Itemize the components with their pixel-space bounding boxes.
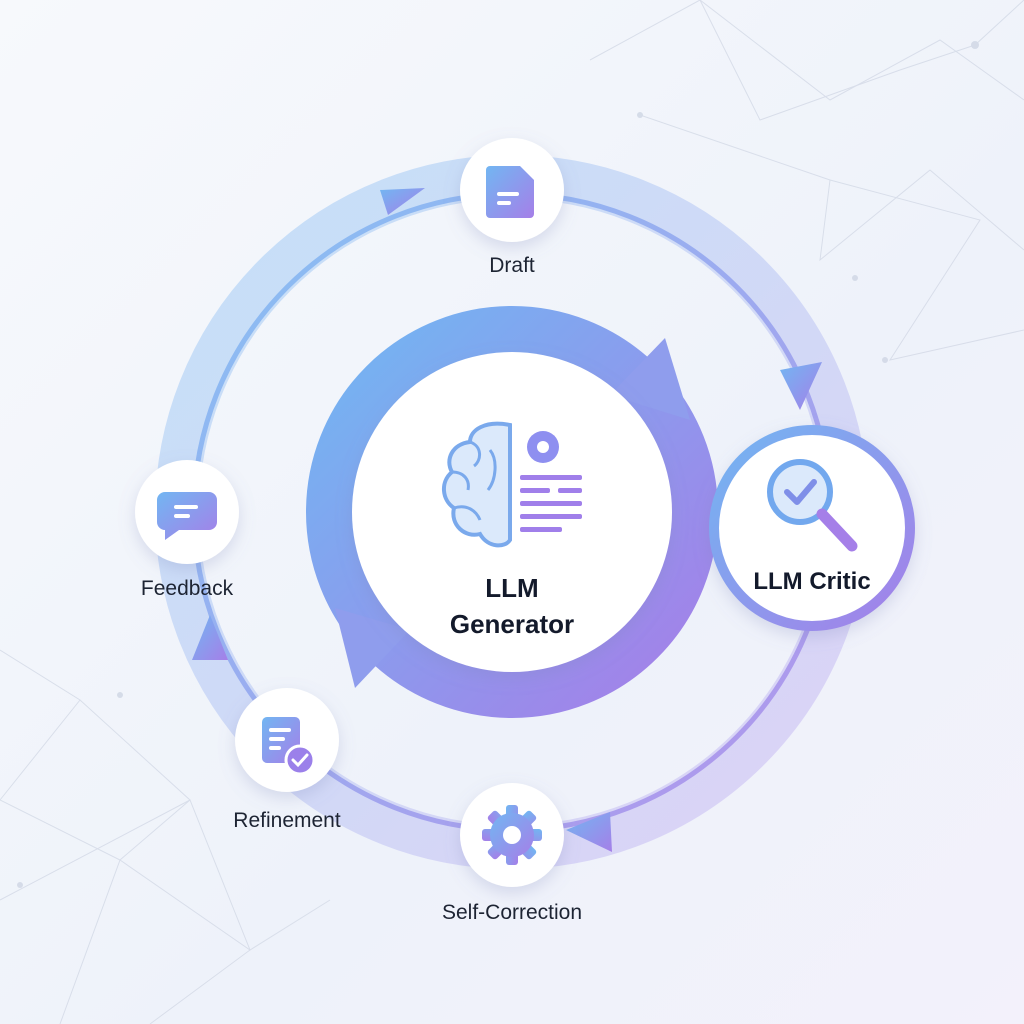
outer-arrowheads — [192, 188, 822, 852]
arrowhead-icon — [566, 812, 612, 852]
step-label-feedback: Feedback — [140, 577, 234, 600]
critic-title: LLM Critic — [753, 568, 871, 595]
chat-bubble-icon — [157, 492, 217, 540]
generator-title: LLM Generator — [450, 570, 574, 642]
brain-gear-document-icon — [442, 421, 582, 548]
inner-cycle-ring — [306, 306, 718, 718]
arrowhead-icon — [192, 615, 228, 660]
generator-title-line1: LLM — [485, 573, 539, 603]
arrowhead-icon — [380, 188, 425, 215]
document-icon — [486, 166, 534, 218]
magnifier-check-icon — [767, 459, 858, 552]
generator-title-line2: Generator — [449, 609, 575, 639]
gear-icon — [482, 805, 542, 865]
document-check-icon — [262, 717, 316, 776]
step-label-refinement: Refinement — [233, 809, 341, 832]
inner-arrowhead-icon — [610, 338, 690, 420]
critic-circle — [709, 425, 915, 631]
step-label-self-correction: Self-Correction — [441, 901, 583, 924]
arrowhead-icon — [780, 362, 822, 410]
inner-arrowhead-icon — [335, 608, 410, 688]
step-label-draft: Draft — [489, 254, 535, 277]
